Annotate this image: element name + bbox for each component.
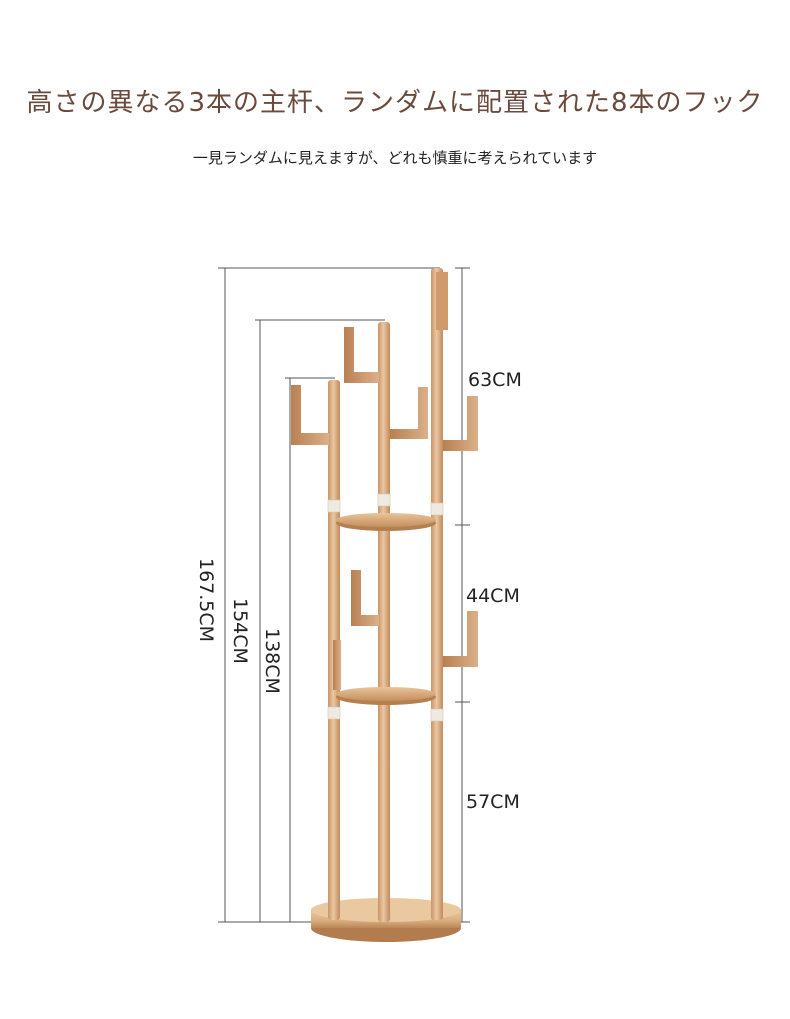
dimension-lines-right: [455, 267, 470, 923]
headline: 高さの異なる3本の主杆、ランダムに配置された8本のフック: [26, 88, 764, 118]
subline: 一見ランダムに見えますが、どれも慎重に考えられています: [192, 149, 598, 167]
label-44cm: 44CM: [466, 585, 520, 607]
hook-6: [443, 611, 478, 667]
hooks: [291, 327, 478, 690]
pole-middle: [378, 322, 390, 922]
label-57cm: 57CM: [466, 791, 520, 813]
metal-joints: [327, 493, 444, 722]
label-167-5cm: 167.5CM: [195, 558, 217, 642]
hook-1: [291, 385, 329, 445]
label-138cm: 138CM: [261, 628, 283, 694]
hook-3: [390, 387, 428, 439]
hook-5: [351, 570, 379, 626]
label-63cm: 63CM: [468, 369, 522, 391]
dimension-lines-left: [218, 267, 440, 923]
hook-2: [344, 327, 379, 383]
pole-tall: [431, 268, 443, 920]
hook-7: [333, 640, 341, 690]
hook-4: [443, 396, 478, 451]
label-154cm: 154CM: [229, 598, 251, 664]
shelves: [336, 513, 436, 705]
